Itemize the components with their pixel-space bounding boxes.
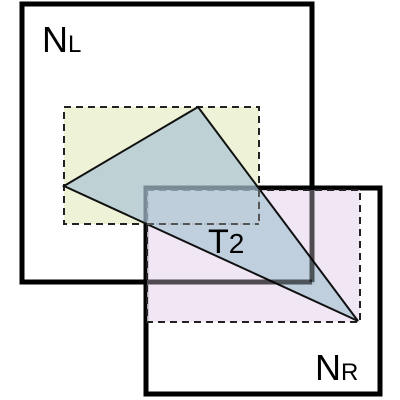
triangle-label: T2 (208, 223, 244, 261)
right-node-label-sub: R (341, 359, 358, 386)
triangle-label-sub: 2 (229, 228, 245, 259)
left-node-label-sub: L (68, 31, 81, 58)
right-node-label-main: N (315, 347, 341, 388)
triangle-t2 (61, 105, 359, 322)
triangle-label-main: T (208, 223, 229, 261)
left-node-label: NL (42, 19, 81, 60)
right-node-label: NR (315, 347, 358, 388)
left-node-label-main: N (42, 19, 68, 60)
